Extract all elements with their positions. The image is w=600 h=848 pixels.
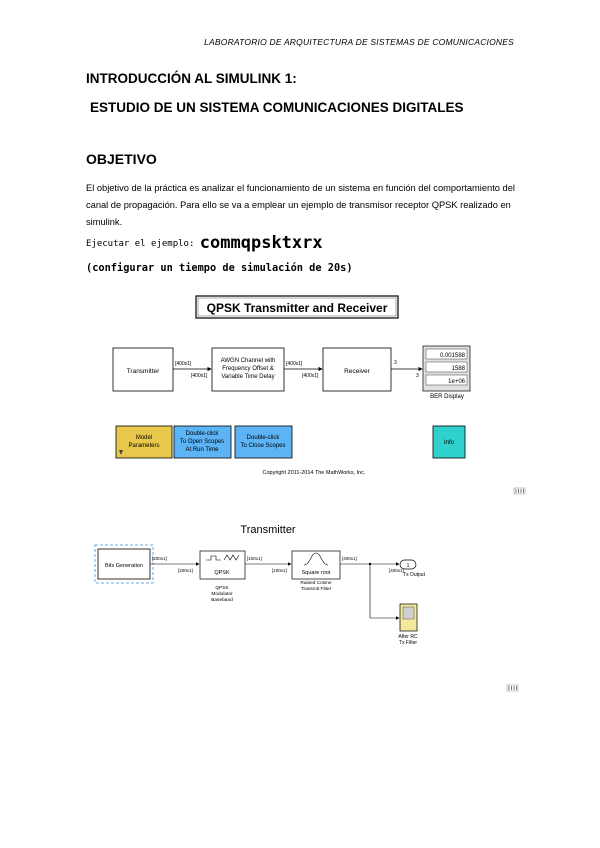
receiver-block[interactable] (322, 347, 392, 392)
model-btn-arrow-icon (119, 450, 123, 455)
model-parameters-button[interactable] (115, 425, 173, 459)
ber-value-3: 1e+06 (448, 379, 466, 385)
out-port-number: 1 (407, 563, 410, 569)
scope-screen-icon (402, 606, 415, 620)
resize-handle-icon-2 (506, 684, 519, 692)
ber-display-label: BER Display (430, 394, 464, 400)
sig-label-5: [400x1] (342, 556, 357, 561)
sig-label-4: [100x1] (272, 568, 287, 573)
scope-caption-2: Tx Filter (399, 640, 417, 646)
fig2-title: Transmitter (240, 524, 296, 536)
info-button[interactable] (432, 425, 466, 459)
figure-qpsk-system: QPSK Transmitter and Receiver Transmitte… (112, 295, 526, 495)
channel-label-1: AWGN Channel with (221, 358, 276, 364)
objective-paragraph: El objetivo de la práctica es analizar e… (86, 183, 515, 227)
run-prefix: Ejecutar el ejemplo: (86, 239, 195, 249)
sig-label-b: [400x1] (191, 373, 208, 379)
tx-output-port[interactable] (399, 559, 417, 570)
page-header: LABORATORIO DE ARQUITECTURA DE SISTEMAS … (204, 37, 514, 47)
fig1-title-box (195, 295, 399, 319)
bits-generation-block[interactable] (97, 548, 151, 580)
modulation-waveform-icon (206, 554, 240, 561)
open-btn-line-2: To Open Scopes (180, 439, 224, 445)
model-btn-line-2: Parameters (128, 443, 159, 449)
close-scopes-button[interactable] (234, 425, 293, 459)
sig-label-a: [400x1] (175, 361, 192, 367)
fig1-title: QPSK Transmitter and Receiver (207, 301, 388, 315)
title-line-1: INTRODUCCIÓN AL SIMULINK 1: (86, 71, 297, 86)
open-btn-line-1: Double-click (186, 431, 220, 437)
title-line-2: ESTUDIO DE UN SISTEMA COMUNICACIONES DIG… (90, 100, 464, 115)
close-btn-line-1: Double-click (247, 435, 281, 441)
raised-cosine-block[interactable] (291, 550, 341, 580)
sig-label-6: [400x1] (389, 568, 404, 573)
transmitter-block[interactable] (112, 347, 174, 392)
transmitter-label: Transmitter (127, 368, 160, 375)
close-btn-line-2: To Close Scopes (240, 443, 285, 449)
sig-label-2: [200x1] (178, 568, 193, 573)
awgn-channel-block[interactable] (211, 347, 285, 392)
sig-label-c: [400x1] (286, 361, 303, 367)
copyright-text: Copyright 2011-2014 The MathWorks, Inc. (262, 470, 365, 476)
bits-generation-label: Bits Generation (105, 563, 143, 569)
qpsk-modulator-block[interactable] (199, 550, 246, 580)
port-label-top: 3 (394, 360, 397, 366)
model-btn-line-1: Model (136, 435, 152, 441)
run-example-line: Ejecutar el ejemplo: commqpsktxrx (86, 233, 323, 253)
open-scopes-button[interactable] (173, 425, 232, 459)
qpsk-caption-2: Modulator (211, 591, 233, 597)
open-btn-line-3: At Run Time (185, 447, 219, 453)
channel-label-2: Frequency Offset & (222, 366, 274, 372)
qpsk-block-label: QPSK (214, 570, 230, 576)
qpsk-caption-1: QPSK (215, 585, 229, 591)
config-note: (configurar un tiempo de simulación de 2… (86, 262, 353, 274)
figure-transmitter: Transmitter Bits Generation [200x1] [200… (94, 524, 519, 692)
scope-caption-1: After RC (398, 634, 418, 640)
resize-handle-icon (513, 487, 526, 495)
sqrt-block-label: Square root (302, 570, 331, 576)
tx-output-label: Tx Output (403, 572, 426, 578)
port-label-bot: 3 (416, 373, 419, 379)
section-heading: OBJETIVO (86, 151, 157, 167)
sig-label-d: [400x1] (302, 373, 319, 379)
ber-value-2: 1588 (452, 366, 466, 372)
run-command: commqpsktxrx (199, 233, 323, 253)
channel-label-3: Variable Time Delay (221, 374, 274, 380)
rc-caption-2: Transmit Filter (301, 586, 332, 592)
pulse-shape-icon (303, 552, 329, 566)
receiver-label: Receiver (344, 368, 370, 375)
sig-label-1: [200x1] (152, 556, 167, 561)
sig-label-3: [100x1] (247, 556, 262, 561)
rc-caption-1: Raised Cosine (300, 580, 332, 586)
info-btn-label: Info (444, 440, 455, 446)
qpsk-caption-3: Baseband (211, 597, 233, 603)
ber-value-1: 0.001588 (440, 353, 466, 359)
